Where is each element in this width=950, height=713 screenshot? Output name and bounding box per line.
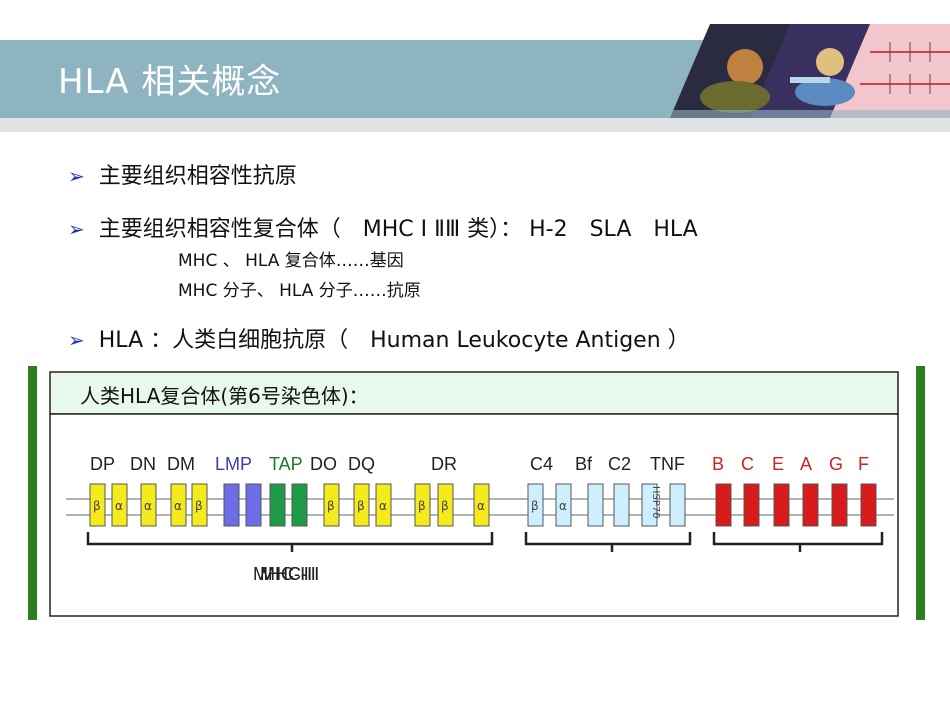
gene-block bbox=[669, 483, 686, 527]
gene-label: LMP bbox=[215, 454, 252, 474]
title-shadow bbox=[0, 118, 950, 132]
gene-block-symbol: β bbox=[357, 499, 365, 513]
region-brace bbox=[524, 532, 692, 552]
gene-block-symbol: β bbox=[441, 499, 449, 513]
gene-block bbox=[269, 483, 286, 527]
gene-block bbox=[245, 483, 262, 527]
header-banner-image bbox=[652, 24, 950, 118]
gene-block-symbol: α bbox=[115, 499, 123, 513]
gene-label: Bf bbox=[575, 454, 593, 474]
frame-right-bar bbox=[916, 366, 925, 620]
gene-label: DM bbox=[167, 454, 195, 474]
gene-label: DP bbox=[90, 454, 115, 474]
gene-block bbox=[111, 483, 128, 527]
gene-label: DN bbox=[130, 454, 156, 474]
gene-label: TNF bbox=[650, 454, 685, 474]
gene-block-symbol: β bbox=[418, 499, 426, 513]
arrow-bullet-icon: ➢ bbox=[68, 328, 85, 352]
gene-block bbox=[223, 483, 240, 527]
region-label: MHC-Ⅰ bbox=[260, 564, 312, 584]
bullet-item: ➢ 主要组织相容性抗原 bbox=[68, 158, 297, 190]
bullet-text: 主要组织相容性复合体（ MHC Ⅰ ⅡⅢ 类）： H-2 SLA HLA bbox=[98, 217, 698, 242]
frame-left-bar bbox=[28, 366, 37, 620]
gene-block bbox=[860, 483, 877, 527]
region-brace bbox=[712, 532, 884, 552]
gene-block bbox=[555, 483, 572, 527]
gene-block bbox=[715, 483, 732, 527]
gene-block bbox=[191, 483, 208, 527]
bullet-text: HLA ：人类白细胞抗原（ Human Leukocyte Antigen ） bbox=[98, 328, 690, 353]
region-brace bbox=[86, 532, 494, 552]
sub-line: MHC 分子、 HLA 分子……抗原 bbox=[178, 281, 421, 301]
gene-block bbox=[89, 483, 106, 527]
gene-block bbox=[743, 483, 760, 527]
gene-label: C2 bbox=[608, 454, 631, 474]
region-label: MHC-Ⅱ bbox=[253, 564, 309, 584]
gene-label: A bbox=[800, 454, 812, 474]
gene-label: DO bbox=[310, 454, 337, 474]
gene-block-symbol: β bbox=[327, 499, 335, 513]
gene-block bbox=[323, 483, 340, 527]
gene-block bbox=[831, 483, 848, 527]
gene-block-symbol: β bbox=[531, 499, 539, 513]
gene-block bbox=[802, 483, 819, 527]
gene-block-symbol: α bbox=[477, 499, 485, 513]
bullet-text: 主要组织相容性抗原 bbox=[98, 164, 297, 189]
gene-block bbox=[140, 483, 157, 527]
gene-block bbox=[641, 483, 658, 527]
gene-block bbox=[291, 483, 308, 527]
gene-label: G bbox=[829, 454, 843, 474]
gene-label: E bbox=[772, 454, 784, 474]
gene-block bbox=[414, 483, 431, 527]
region-label: MHC-Ⅲ bbox=[260, 564, 319, 584]
gene-block bbox=[587, 483, 604, 527]
bullet-item: ➢ 主要组织相容性复合体（ MHC Ⅰ ⅡⅢ 类）： H-2 SLA HLA bbox=[68, 211, 698, 243]
arrow-bullet-icon: ➢ bbox=[68, 217, 85, 241]
gene-label: TAP bbox=[269, 454, 303, 474]
gene-block bbox=[613, 483, 630, 527]
gene-block bbox=[773, 483, 790, 527]
figure-header: 人类HLA复合体(第6号染色体)： bbox=[80, 384, 369, 408]
arrow-bullet-icon: ➢ bbox=[68, 164, 85, 188]
slide-title: HLA 相关概念 bbox=[58, 62, 282, 102]
gene-block bbox=[353, 483, 370, 527]
gene-label: C4 bbox=[530, 454, 553, 474]
gene-block bbox=[170, 483, 187, 527]
figure-header-bg bbox=[49, 371, 899, 415]
gene-block-symbol: α bbox=[379, 499, 387, 513]
gene-block-symbol: α bbox=[144, 499, 152, 513]
hla-complex-diagram: 人类HLA复合体(第6号染色体)： DP DN DM LMP TAP DO DQ DR C4 Bf… bbox=[28, 366, 925, 620]
gene-block-symbol: β bbox=[93, 499, 101, 513]
gene-label: DQ bbox=[348, 454, 375, 474]
gene-block-symbol: α bbox=[174, 499, 182, 513]
gene-block bbox=[527, 483, 544, 527]
sub-line: MHC 、 HLA 复合体……基因 bbox=[178, 251, 404, 271]
gene-block bbox=[437, 483, 454, 527]
gene-block bbox=[375, 483, 392, 527]
gene-block bbox=[473, 483, 490, 527]
gene-label: C bbox=[741, 454, 754, 474]
gene-block-symbol: α bbox=[559, 499, 567, 513]
gene-label: B bbox=[712, 454, 724, 474]
gene-block-symbol: HSP70 bbox=[650, 486, 661, 519]
gene-block-symbol: β bbox=[195, 499, 203, 513]
bullet-item: ➢ HLA ：人类白细胞抗原（ Human Leukocyte Antigen ） bbox=[68, 322, 690, 354]
gene-label: DR bbox=[431, 454, 457, 474]
gene-label: F bbox=[858, 454, 869, 474]
